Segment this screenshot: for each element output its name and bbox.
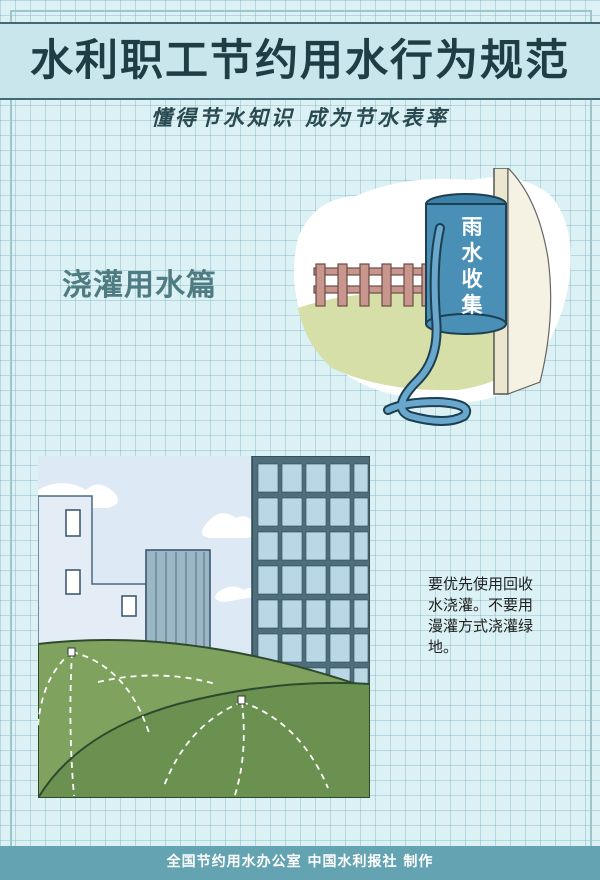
tank-label: 雨 水 收 集 <box>461 215 484 317</box>
svg-text:水: 水 <box>462 241 484 265</box>
irrigation-tip-text: 要优先使用回收水浇灌。不要用漫灌方式浇灌绿地。 <box>428 575 534 656</box>
svg-text:集: 集 <box>461 293 484 317</box>
footer-band <box>0 846 600 880</box>
footer-credits: 全国节约用水办公室 中国水利报社 制作 <box>166 854 434 870</box>
title-band <box>0 22 600 100</box>
svg-text:雨: 雨 <box>462 215 483 239</box>
svg-text:收: 收 <box>462 267 483 291</box>
rainwater-tank-illustration: 雨 水 收 集 <box>294 168 571 426</box>
section-title: 浇灌用水篇 <box>62 268 217 303</box>
poster-subtitle: 懂得节水知识 成为节水表率 <box>150 106 450 130</box>
lawn-sprinkler-illustration <box>38 456 370 798</box>
poster-title: 水利职工节约用水行为规范 <box>30 36 570 86</box>
